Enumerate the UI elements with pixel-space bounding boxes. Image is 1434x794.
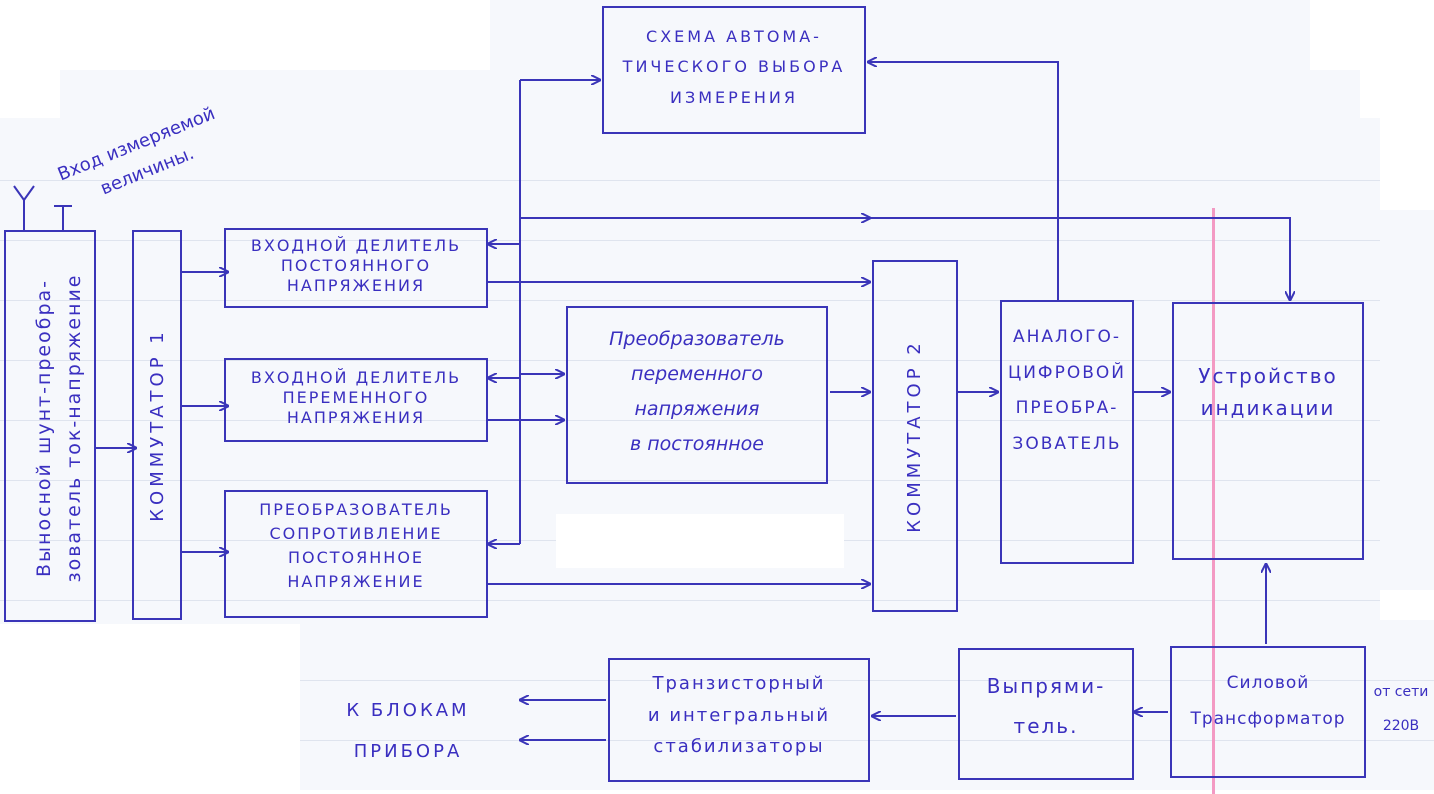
to-blocks-label: К БЛОКАМ ПРИБОРА: [346, 700, 470, 763]
ruled-line: [0, 600, 1380, 601]
kommutator1-label: КОММУТАТОР 1: [147, 328, 168, 522]
shunt-label: Выносной шунт-преобра- зователь ток-напр…: [33, 273, 86, 583]
ruled-line: [0, 480, 1380, 481]
res-converter-block: ПРЕОБРАЗОВАТЕЛЬ СОПРОТИВЛЕНИЕ ПОСТОЯННОЕ…: [224, 490, 488, 618]
wire-adc-to-auto: [868, 62, 1059, 300]
ac-dc-converter-label: Преобразователь переменного напряжения в…: [609, 328, 785, 456]
input-terminal-1: [13, 185, 35, 232]
res-converter-label: ПРЕОБРАЗОВАТЕЛЬ СОПРОТИВЛЕНИЕ ПОСТОЯННОЕ…: [259, 500, 453, 591]
stabilizers-block: Транзисторный и интегральный стабилизато…: [608, 658, 870, 782]
dc-divider-block: ВХОДНОЙ ДЕЛИТЕЛЬ ПОСТОЯННОГО НАПРЯЖЕНИЯ: [224, 228, 488, 308]
input-terminal-2: [54, 205, 72, 232]
rectifier-block: Выпрями- тель.: [958, 648, 1134, 780]
adc-label: АНАЛОГО- ЦИФРОВОЙ ПРЕОБРА- ЗОВАТЕЛЬ: [1008, 327, 1126, 455]
auto-select-block: СХЕМА АВТОМА- ТИЧЕСКОГО ВЫБОРА ИЗМЕРЕНИЯ: [602, 6, 866, 134]
blank-patch: [556, 514, 844, 568]
kommutator2-label: КОММУТАТОР 2: [904, 339, 925, 533]
ruled-line: [300, 680, 1434, 681]
display-label: Устройство индикации: [1198, 364, 1338, 420]
power-transformer-label: Силовой Трансформатор: [1190, 673, 1346, 729]
kommutator2-block: КОММУТАТОР 2: [872, 260, 958, 612]
adc-block: АНАЛОГО- ЦИФРОВОЙ ПРЕОБРА- ЗОВАТЕЛЬ: [1000, 300, 1134, 564]
ruled-line: [0, 240, 1380, 241]
ruled-line: [0, 300, 1380, 301]
ruled-line: [0, 420, 1380, 421]
ac-divider-block: ВХОДНОЙ ДЕЛИТЕЛЬ ПЕРЕМЕННОГО НАПРЯЖЕНИЯ: [224, 358, 488, 442]
kommutator1-block: КОММУТАТОР 1: [132, 230, 182, 620]
ruled-line: [300, 740, 1434, 741]
power-transformer-block: Силовой Трансформатор: [1170, 646, 1366, 778]
shunt-block: Выносной шунт-преобра- зователь ток-напр…: [4, 230, 96, 622]
mains-label: от сети 220В: [1373, 684, 1429, 734]
dc-divider-label: ВХОДНОЙ ДЕЛИТЕЛЬ ПОСТОЯННОГО НАПРЯЖЕНИЯ: [250, 236, 462, 295]
margin-line: [1212, 208, 1215, 794]
ruled-line: [0, 180, 1380, 181]
stabilizers-label: Транзисторный и интегральный стабилизато…: [647, 673, 831, 757]
rectifier-label: Выпрями- тель.: [986, 674, 1106, 738]
paper-scrap: [300, 620, 1434, 790]
ruled-line: [0, 360, 1380, 361]
paper-scrap: [490, 0, 1310, 90]
ac-divider-label: ВХОДНОЙ ДЕЛИТЕЛЬ ПЕРЕМЕННОГО НАПРЯЖЕНИЯ: [250, 368, 462, 427]
ac-dc-converter-block: Преобразователь переменного напряжения в…: [566, 306, 828, 484]
auto-select-label: СХЕМА АВТОМА- ТИЧЕСКОГО ВЫБОРА ИЗМЕРЕНИЯ: [622, 27, 846, 107]
paper-scrap: [1370, 210, 1434, 590]
display-block: Устройство индикации: [1172, 302, 1364, 560]
